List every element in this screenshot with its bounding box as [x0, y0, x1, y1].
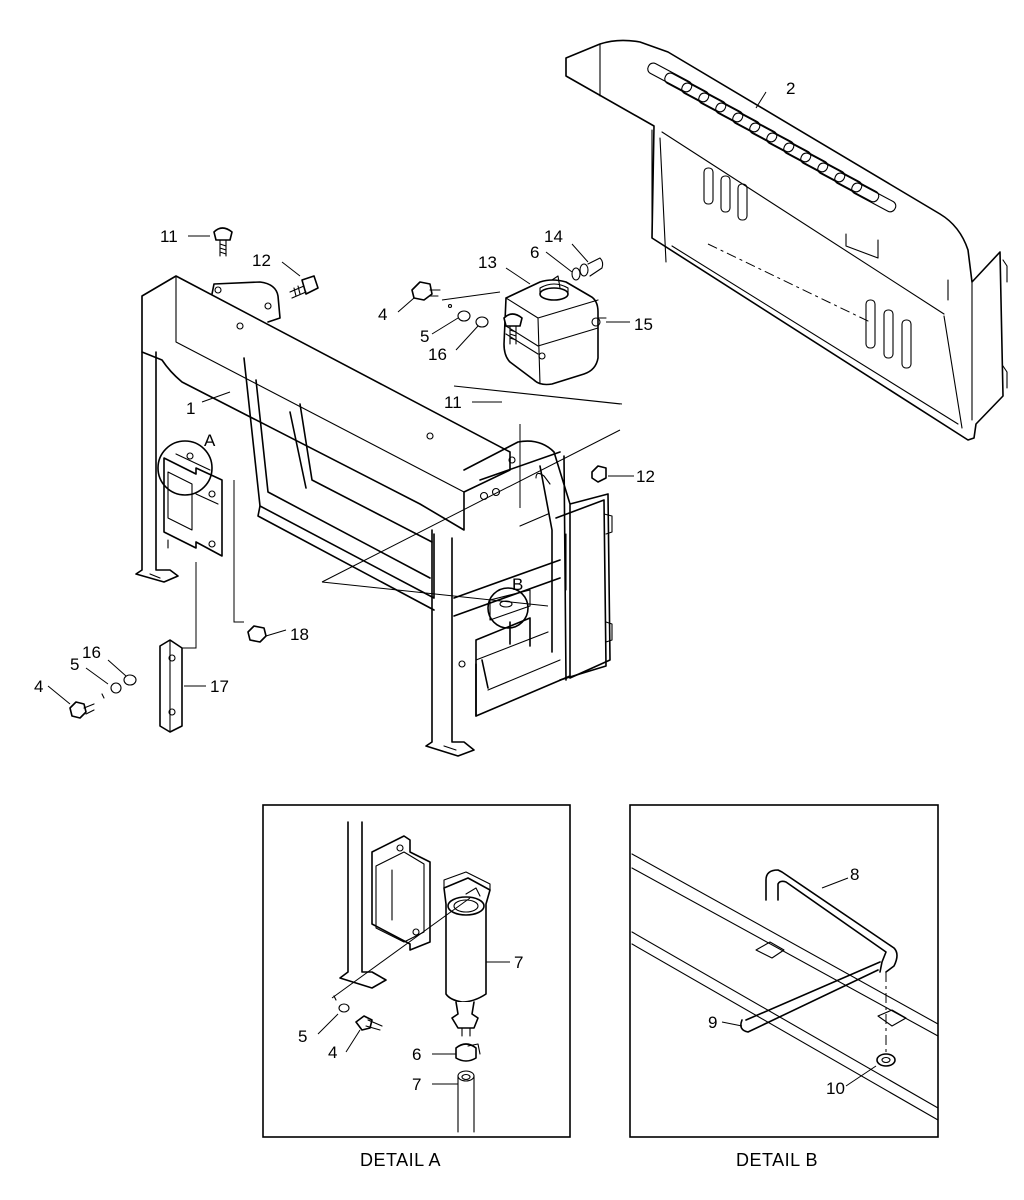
- callout-13: 13: [478, 253, 497, 272]
- rear-cover: [565, 39, 1008, 441]
- detail-b-caption: DETAIL B: [736, 1150, 818, 1170]
- callout-4-lower: 4: [34, 677, 43, 696]
- callout-7-hose: 7: [412, 1075, 421, 1094]
- callout-12-top: 12: [252, 251, 271, 270]
- callout-16-upper: 16: [428, 345, 447, 364]
- callout-5-detail-a: 5: [298, 1027, 307, 1046]
- callout-1: 1: [186, 399, 195, 418]
- callout-8: 8: [850, 865, 859, 884]
- detail-a-panel: [262, 804, 571, 1138]
- detail-b-marker: B: [512, 575, 523, 594]
- callout-12-right: 12: [636, 467, 655, 486]
- callout-7-filter: 7: [514, 953, 523, 972]
- callout-4-detail-a: 4: [328, 1043, 337, 1062]
- detail-b-panel: [629, 804, 939, 1138]
- detail-indicators: [157, 440, 529, 629]
- callout-11-top: 11: [160, 227, 178, 246]
- main-frame: [135, 275, 613, 757]
- callout-9: 9: [708, 1013, 717, 1032]
- callout-leaders: [47, 91, 767, 705]
- detail-a-caption: DETAIL A: [360, 1150, 441, 1170]
- callout-18: 18: [290, 625, 309, 644]
- assembly-planes: [180, 291, 623, 649]
- callout-17: 17: [210, 677, 229, 696]
- detail-a-marker: A: [204, 431, 216, 450]
- callout-5-lower: 5: [70, 655, 79, 674]
- callout-5-upper: 5: [420, 327, 429, 346]
- callout-2: 2: [786, 79, 795, 98]
- callout-labels: 1 2 11 12 4 5 16 13 6 14 15 11 12 18 17 …: [34, 79, 859, 1098]
- callout-14: 14: [544, 227, 563, 246]
- callout-11-right: 11: [444, 393, 462, 412]
- callout-15: 15: [634, 315, 653, 334]
- fasteners: [69, 227, 607, 733]
- callout-16-lower: 16: [82, 643, 101, 662]
- callout-4-upper: 4: [378, 305, 387, 324]
- callout-10: 10: [826, 1079, 845, 1098]
- callout-6-detail-a: 6: [412, 1045, 421, 1064]
- callout-6-upper: 6: [530, 243, 539, 262]
- reserve-tank: [503, 275, 601, 386]
